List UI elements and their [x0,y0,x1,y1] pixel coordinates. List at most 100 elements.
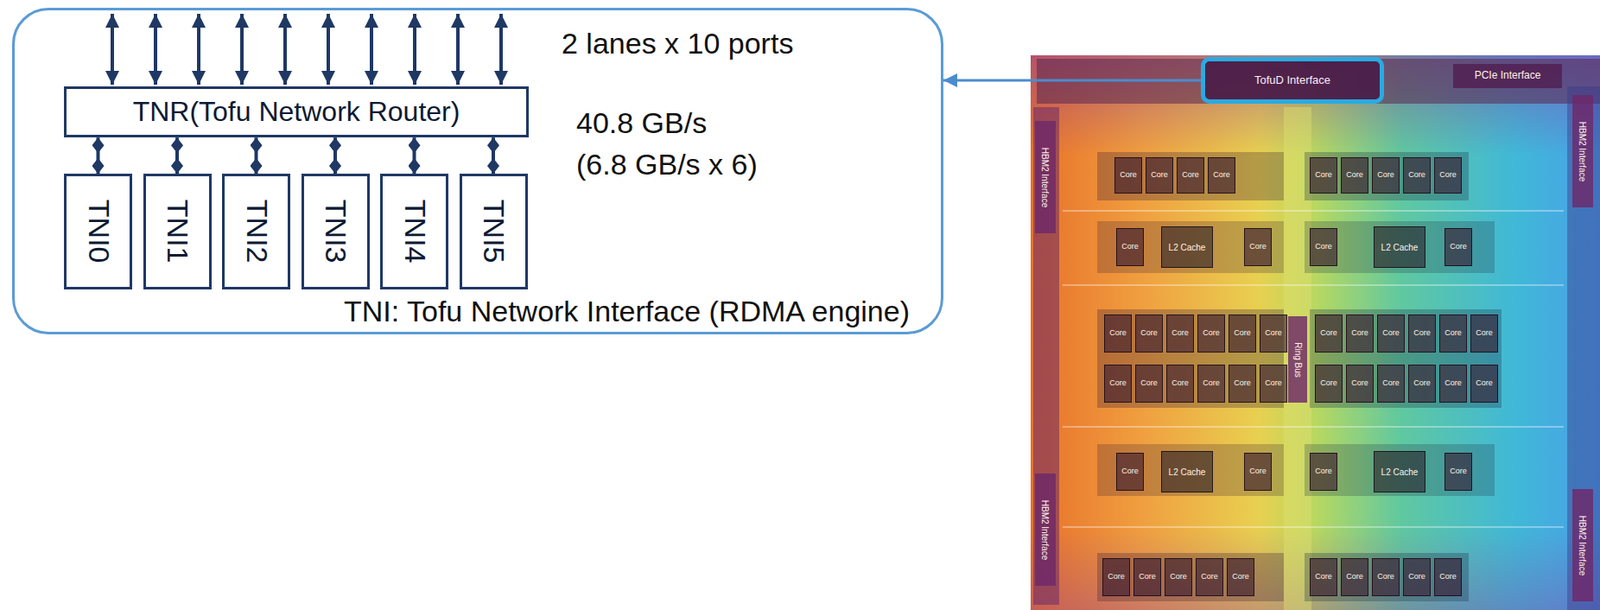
die-block: HBM2 Interface [1034,473,1056,586]
die-label: HBM2 Interface [1578,120,1588,181]
die-label: Core [1382,329,1400,338]
die-block: Core [1164,558,1193,597]
die-label: Core [1475,329,1493,338]
die-block: HBM2 Interface [1572,95,1594,208]
diamond-connector [491,137,496,174]
cmg-band [1097,152,1284,201]
die-block: L2 Cache [1161,226,1213,268]
die-label: Core [1314,572,1333,582]
interface-box: TNI5 [459,173,528,290]
node-text: 40.8 GB/s [576,107,707,140]
die-label: Core [1107,572,1125,582]
die-label: Core [1249,242,1267,252]
die-block: Core [1228,364,1257,403]
die-block: Core [1444,452,1473,491]
die-block: Core [1439,364,1467,403]
die-label: Core [1439,572,1457,582]
die-label: Core [1121,242,1139,252]
die-block: Core [1166,314,1194,353]
cmg-band [1304,221,1495,274]
die-block: Core [1309,558,1338,597]
die-label: HBM2 Interface [1041,146,1051,207]
die-block: Core [1403,558,1431,597]
port-arrow [196,13,201,85]
die-body [1030,55,1600,610]
port-arrow [326,13,331,85]
die-block: HBM2 Interface [1034,120,1056,234]
port-arrow [412,13,417,85]
cmg-band [1097,309,1284,408]
die-block: Core [1197,364,1226,403]
die-label: Core [1121,467,1139,477]
die-block: Core [1116,228,1144,267]
die-label: Core [1408,572,1426,582]
die-block: Core [1377,314,1405,353]
die-label: Core [1171,379,1189,388]
node-text: TNI0 [82,199,115,264]
die-label: Core [1377,572,1395,582]
die-block: Core [1314,364,1343,403]
die-block: Core [1228,314,1257,353]
die-block: Core [1102,558,1131,597]
cmg-band [1097,221,1284,274]
die-label: Core [1202,379,1220,388]
die-label: Core [1202,329,1220,338]
die-block: Ring Bus [1288,316,1308,403]
die-block: Core [1309,452,1338,491]
die-block: Core [1470,314,1499,353]
die-label: Core [1320,379,1338,388]
die-label: HBM2 Interface [1578,514,1588,575]
router-box: TNR(Tofu Network Router) [63,86,529,138]
die-block: Core [1309,157,1338,194]
node-text: TNI3 [318,199,351,264]
die-tint [1030,55,1600,610]
port-arrow [499,13,503,85]
callout-panel: 2 lanes x 10 ports40.8 GB/s(6.8 GB/s x 6… [12,7,944,335]
die-block: Core [1309,228,1338,267]
node-text: TofuD Interface [1254,74,1331,87]
die-label: Core [1231,572,1250,582]
arrow-connector [943,79,1201,83]
die-block: PCIe Interface [1453,63,1562,89]
die-block: Core [1408,364,1436,403]
die-label: Core [1346,572,1364,582]
die-label: Core [1444,329,1462,338]
node-text: TNI2 [240,199,273,264]
die-label: Core [1150,171,1169,180]
die-label: Core [1109,329,1127,338]
die-block: Core [1434,157,1462,194]
die-label: Core [1413,329,1431,338]
die-block: Core [1371,558,1400,597]
die-block: L2 Cache [1161,450,1213,493]
cmg-band [1304,552,1469,602]
interface-box: TNI0 [63,173,133,290]
die-block: Core [1371,157,1400,194]
die-label: Core [1169,572,1188,582]
die-block: Core [1434,558,1462,597]
interface-box: TNI3 [301,173,370,290]
node-text: (6.8 GB/s x 6) [576,148,758,181]
cmg-band [1097,444,1284,496]
die-block: Core [1135,364,1163,403]
die-block: Core [1244,228,1272,267]
interface-box: TNI1 [143,173,212,290]
port-arrow [240,13,244,85]
die-label: L2 Cache [1381,242,1419,253]
die-label: Core [1320,329,1338,338]
die-block: Core [1145,157,1174,194]
die-label: Core [1109,379,1127,388]
die-block: L2 Cache [1373,450,1426,493]
port-arrow [456,13,460,85]
die-block: L2 Cache [1373,226,1426,268]
die-label: Core [1314,242,1333,252]
node-text: TNR(Tofu Network Router) [133,96,461,127]
die-block: Core [1176,157,1205,194]
die-label: Core [1181,171,1200,180]
die-label: Core [1249,467,1267,477]
die-label: PCIe Interface [1474,69,1542,82]
port-arrow [110,13,115,85]
die-block: Core [1114,157,1143,194]
die-block: Core [1226,558,1255,597]
die-block: Core [1166,364,1194,403]
die-block: Core [1314,314,1343,353]
